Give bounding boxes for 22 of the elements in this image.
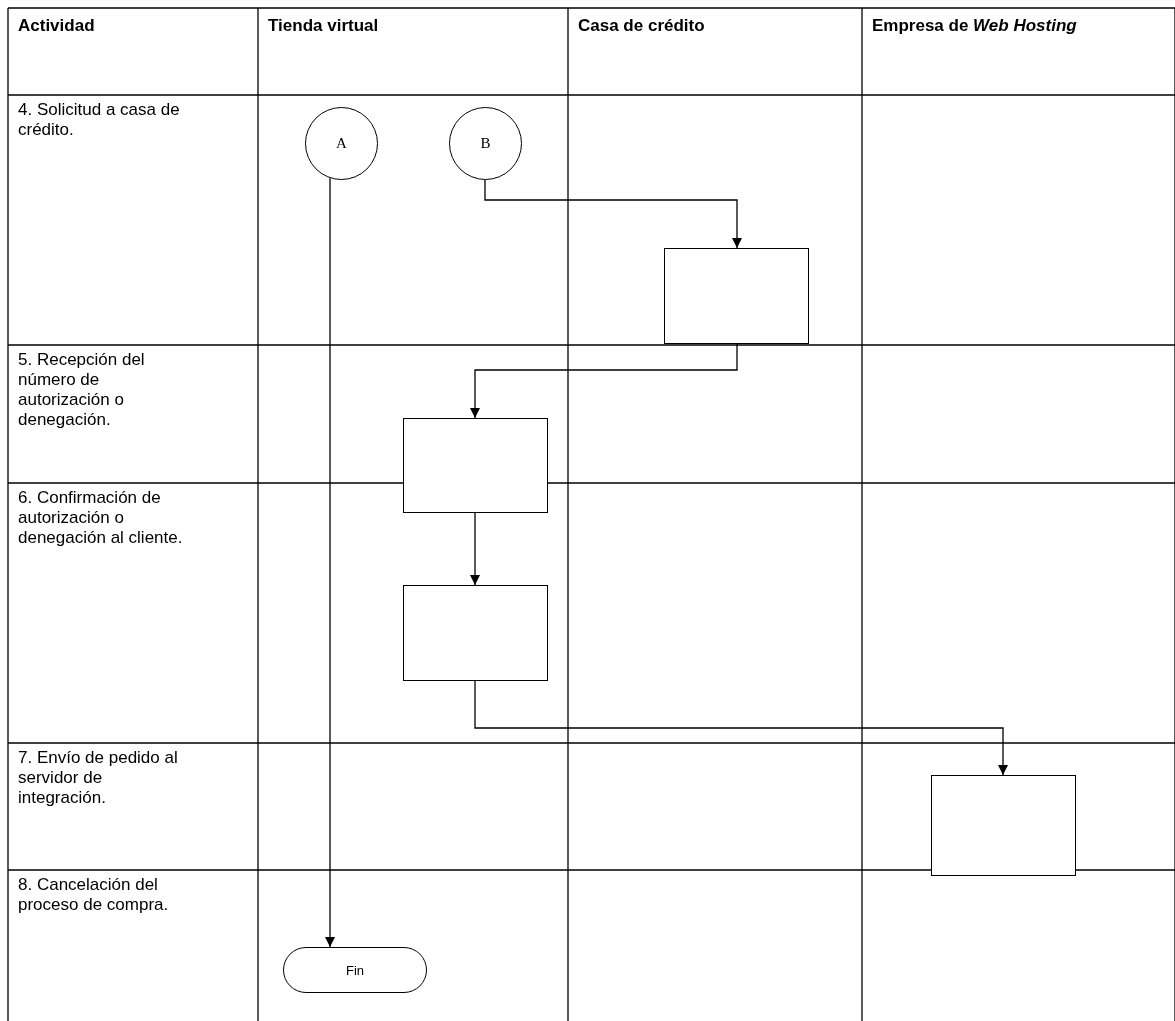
column-header: Tienda virtual [268,16,380,36]
arrow [325,177,335,948]
terminator-shape [283,947,427,993]
activity-text: 5. Recepción del número de autorización o denegación. [18,350,146,430]
node-label: Fin [345,962,365,978]
arrow [474,680,1008,776]
process-box [403,418,548,513]
activity-text: 4. Solicitud a casa de crédito. [18,100,181,140]
column-header: Empresa de Web Hosting [872,16,1078,36]
activity-text: 8. Cancelación del proceso de compra. [18,875,170,915]
arrow [470,343,738,419]
process-box [664,248,809,344]
arrow [484,179,742,249]
column-header: Actividad [18,16,96,36]
activity-text: 6. Confirmación de autorización o denegación al cliente. [18,488,184,548]
node-label: A [336,135,347,152]
process-box [403,585,548,681]
node-label: B [480,135,491,152]
column-header: Casa de crédito [578,16,706,36]
activity-text: 7. Envío de pedido al servidor de integración. [18,748,179,808]
process-box [931,775,1076,876]
arrow [470,512,480,586]
